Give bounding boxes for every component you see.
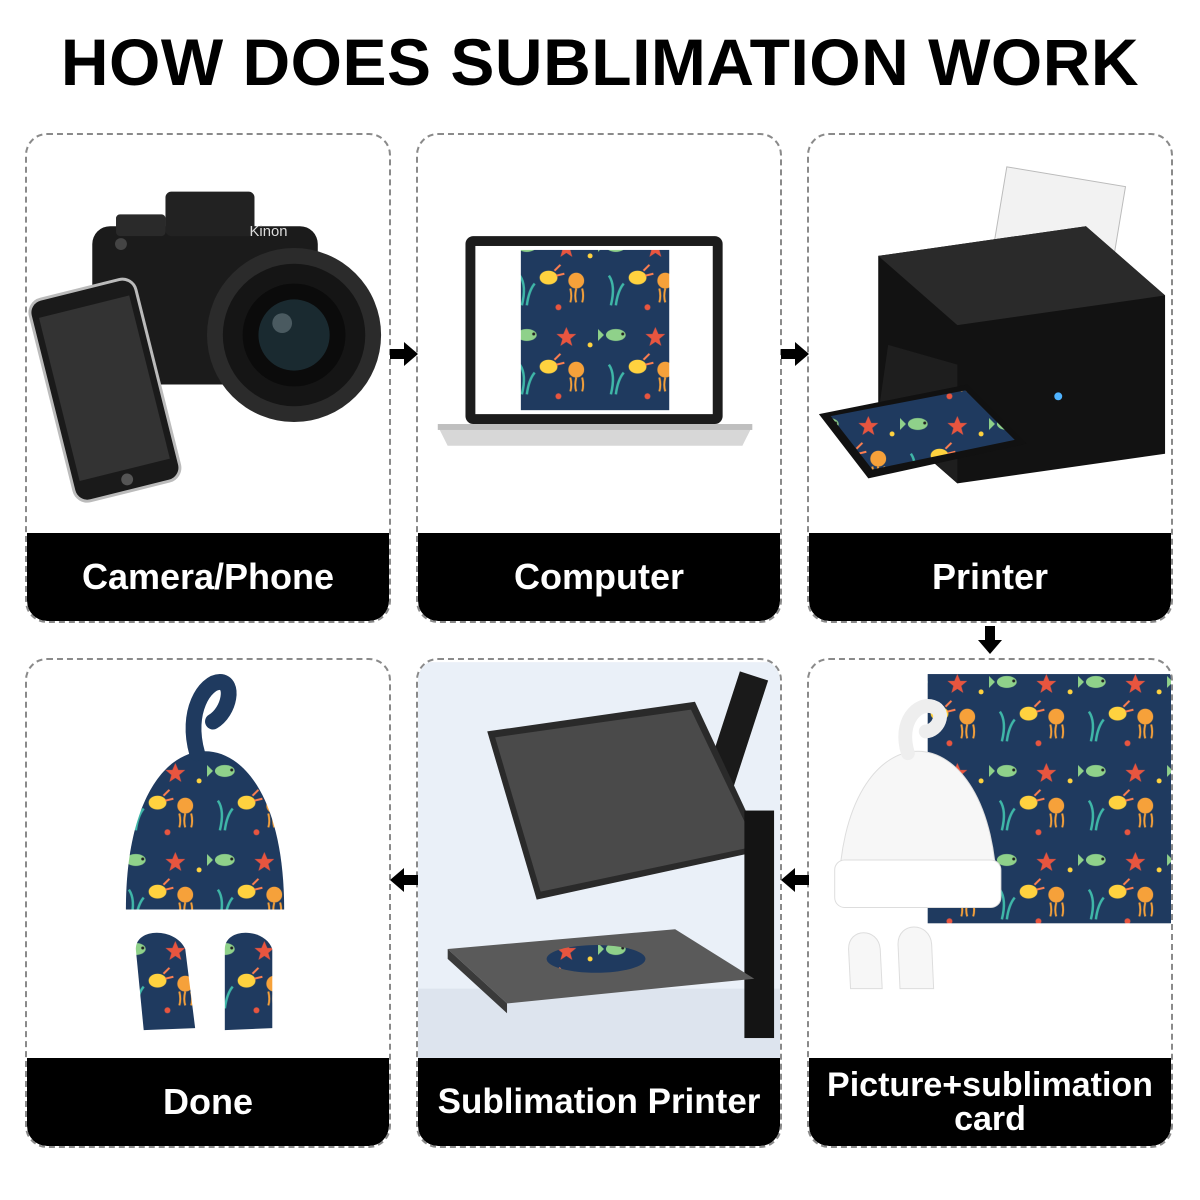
- step-printer: Printer: [807, 133, 1173, 623]
- step-computer: Computer: [416, 133, 782, 623]
- arrow-left-icon: [781, 868, 809, 892]
- step-label: Sublimation Printer: [418, 1058, 780, 1146]
- step-picture-card: Picture+sublimation card: [807, 658, 1173, 1148]
- step-label: Printer: [809, 533, 1171, 621]
- printer-icon: [818, 166, 1166, 484]
- page-title: HOW DOES SUBLIMATION WORK: [60, 25, 1140, 99]
- step-sublimation-printer: Sublimation Printer: [416, 658, 782, 1148]
- step-done: Done: [25, 658, 391, 1148]
- step-label: Camera/Phone: [27, 533, 389, 621]
- printed-hat-mittens-icon: [125, 674, 285, 1031]
- arrow-right-icon: [781, 342, 809, 366]
- arrow-down-icon: [978, 626, 1002, 654]
- laptop-icon: [437, 236, 753, 446]
- arrow-right-icon: [390, 342, 418, 366]
- heat-press-icon: [418, 662, 780, 1058]
- step-label: Picture+sublimation card: [809, 1058, 1171, 1146]
- step-label: Computer: [418, 533, 780, 621]
- blank-hat-mittens-icon: [834, 674, 1171, 990]
- step-label: Done: [27, 1058, 389, 1146]
- step-camera-phone: Kinon Camera/Phone: [25, 133, 391, 623]
- camera-brand: Kinon: [250, 224, 288, 240]
- arrow-left-icon: [390, 868, 418, 892]
- camera-phone-icon: Kinon: [28, 191, 382, 503]
